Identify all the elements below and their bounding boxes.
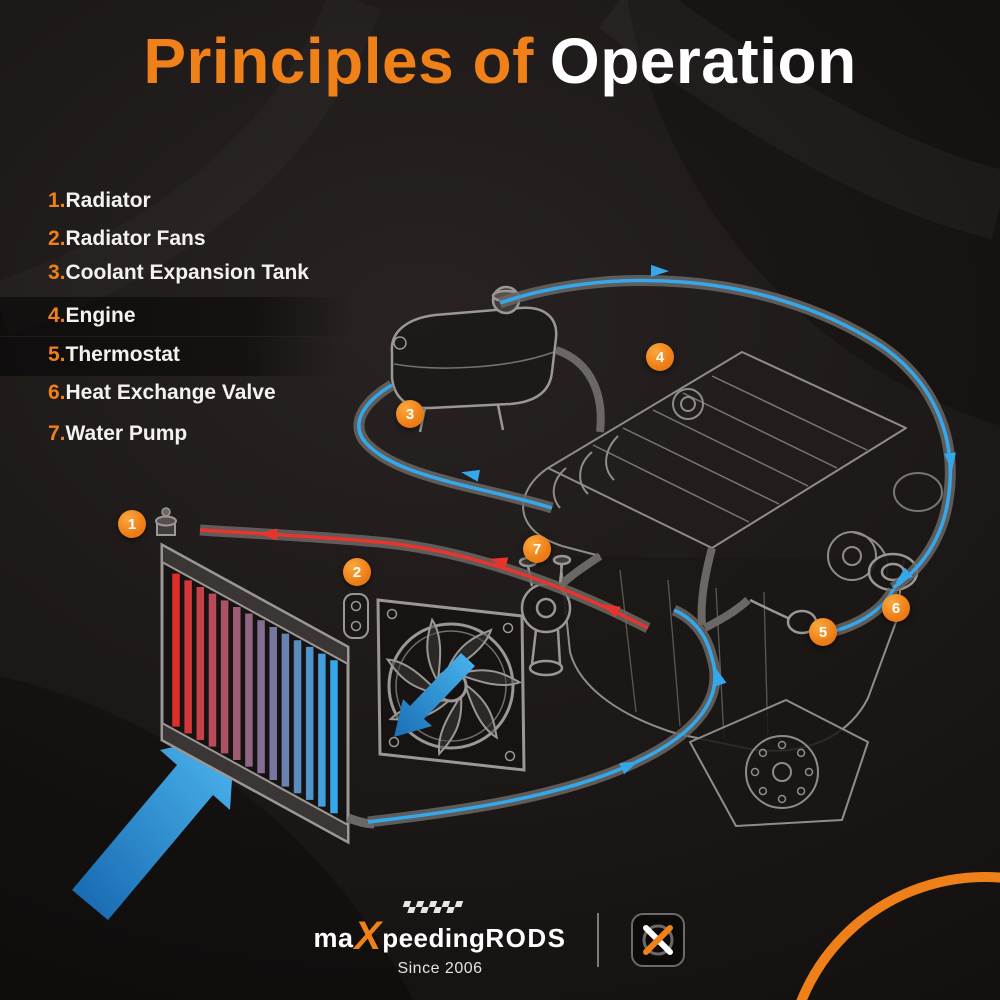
- footer: maXpeedingRODS Since 2006: [0, 901, 1000, 978]
- marker-number: 6: [891, 599, 901, 617]
- bg-dark-circle-bottomleft: [0, 676, 414, 1000]
- diagram-marker-radiator-fans: 2: [343, 558, 371, 586]
- brand-logo: maXpeedingRODS Since 2006: [313, 901, 567, 978]
- diagram-marker-radiator: 1: [118, 510, 146, 538]
- brand-wordmark: maXpeedingRODS: [313, 901, 567, 956]
- marker-number: 7: [532, 540, 542, 558]
- marker-number: 2: [352, 563, 362, 581]
- bg-dark-circle-topright: [627, 0, 1000, 426]
- diagram-marker-water-pump: 7: [523, 535, 551, 563]
- marker-number: 5: [818, 623, 828, 641]
- footer-divider: [596, 913, 599, 967]
- corner-orange-ring: [796, 872, 1000, 1000]
- diagram-marker-thermostat: 5: [809, 618, 837, 646]
- diagram-marker-heat-exchange-valve: 6: [882, 594, 910, 622]
- title-highlight: Principles of: [143, 25, 534, 97]
- marker-number: 4: [655, 348, 665, 366]
- diagram-marker-expansion-tank: 3: [396, 400, 424, 428]
- title-rest: Operation: [549, 25, 857, 97]
- brand-since: Since 2006: [397, 960, 483, 977]
- brand-mid: peeding: [382, 923, 486, 953]
- checkered-flag-icon: [403, 901, 464, 913]
- brand-emblem-x-icon: [630, 913, 685, 967]
- airflow-arrow-large: [72, 733, 235, 920]
- brand-x: X: [354, 914, 382, 958]
- marker-number: 3: [405, 405, 415, 423]
- radiator-illustration: [155, 507, 375, 845]
- coolant-flow-hot: [199, 524, 651, 633]
- marker-number: 1: [127, 515, 137, 533]
- airflow-arrow-fan: [394, 653, 475, 737]
- diagram-marker-engine: 4: [646, 343, 674, 371]
- brand-prefix: ma: [313, 923, 354, 953]
- engine-illustration: [522, 351, 943, 827]
- brand-suffix: RODS: [485, 923, 567, 953]
